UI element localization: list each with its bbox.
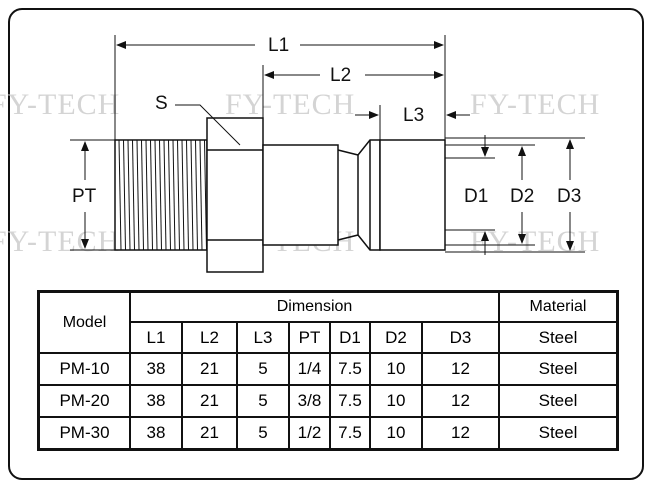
thread-line <box>186 139 189 251</box>
watermark: FY-TECH <box>470 88 601 121</box>
cell-l3: 5 <box>236 384 290 418</box>
cell-l3: 5 <box>236 416 290 450</box>
header-material-value: Steel <box>498 321 619 354</box>
cell-d2: 10 <box>369 416 423 450</box>
thread-line <box>199 139 203 251</box>
thread-line <box>159 139 162 251</box>
label-d2: D2 <box>510 186 535 207</box>
thread-line <box>177 139 180 251</box>
cell-d3: 12 <box>421 352 500 386</box>
cell-pt: 3/8 <box>288 384 331 418</box>
thread-line <box>118 139 122 251</box>
watermark: FY-TECH <box>225 88 356 121</box>
label-s: S <box>155 93 168 114</box>
cell-l1: 38 <box>129 416 183 450</box>
cell-d1: 7.5 <box>329 384 371 418</box>
cell-l3: 5 <box>236 352 290 386</box>
thread-line <box>154 139 158 251</box>
cell-pt: 1/4 <box>288 352 331 386</box>
thread-line <box>132 139 135 251</box>
header-dimension: Dimension <box>129 290 500 323</box>
cell-l2: 21 <box>181 352 238 386</box>
cell-d3: 12 <box>421 384 500 418</box>
thread-line <box>163 139 167 251</box>
cell-pt: 1/2 <box>288 416 331 450</box>
thread-line <box>145 139 149 251</box>
cell-l1: 38 <box>129 352 183 386</box>
thread-line <box>127 139 131 251</box>
table-row: PM-10 38 21 5 1/4 7.5 10 12 Steel <box>37 352 619 386</box>
header-material: Material <box>498 290 619 323</box>
thread-line <box>195 139 198 251</box>
thread-line <box>168 139 171 251</box>
label-l2: L2 <box>330 65 352 86</box>
cell-l2: 21 <box>181 416 238 450</box>
col-d1: D1 <box>329 321 371 354</box>
label-pt: PT <box>72 186 97 207</box>
cell-d2: 10 <box>369 384 423 418</box>
header-model: Model <box>37 290 131 354</box>
cell-model: PM-20 <box>37 384 131 418</box>
thread-line <box>181 139 185 251</box>
label-d1: D1 <box>464 186 489 207</box>
thread-line <box>150 139 153 251</box>
col-l1: L1 <box>129 321 183 354</box>
cell-d1: 7.5 <box>329 416 371 450</box>
cell-model: PM-10 <box>37 352 131 386</box>
thread-line <box>141 139 144 251</box>
table-row: PM-20 38 21 5 3/8 7.5 10 12 Steel <box>37 384 619 418</box>
thread-line <box>190 139 194 251</box>
cell-l1: 38 <box>129 384 183 418</box>
cell-d3: 12 <box>421 416 500 450</box>
label-d3: D3 <box>557 186 582 207</box>
cell-material: Steel <box>498 352 619 386</box>
thread-line <box>204 139 207 251</box>
thread-line <box>123 139 126 251</box>
col-l2: L2 <box>181 321 238 354</box>
col-pt: PT <box>288 321 331 354</box>
label-l1: L1 <box>268 35 290 56</box>
cell-material: Steel <box>498 384 619 418</box>
watermark: FY-TECH <box>0 88 121 121</box>
cell-model: PM-30 <box>37 416 131 450</box>
watermark: FY-TECH <box>0 225 121 258</box>
cell-d1: 7.5 <box>329 352 371 386</box>
table-row: PM-30 38 21 5 1/2 7.5 10 12 Steel <box>37 416 619 450</box>
cell-material: Steel <box>498 416 619 450</box>
col-l3: L3 <box>236 321 290 354</box>
thread-line <box>172 139 176 251</box>
thread-line <box>136 139 140 251</box>
col-d3: D3 <box>421 321 500 354</box>
label-l3: L3 <box>403 105 425 126</box>
outer-frame <box>8 8 644 480</box>
cell-d2: 10 <box>369 352 423 386</box>
spec-table: Model Dimension Material L1 L2 L3 PT D1 … <box>37 290 619 451</box>
cell-l2: 21 <box>181 384 238 418</box>
col-d2: D2 <box>369 321 423 354</box>
